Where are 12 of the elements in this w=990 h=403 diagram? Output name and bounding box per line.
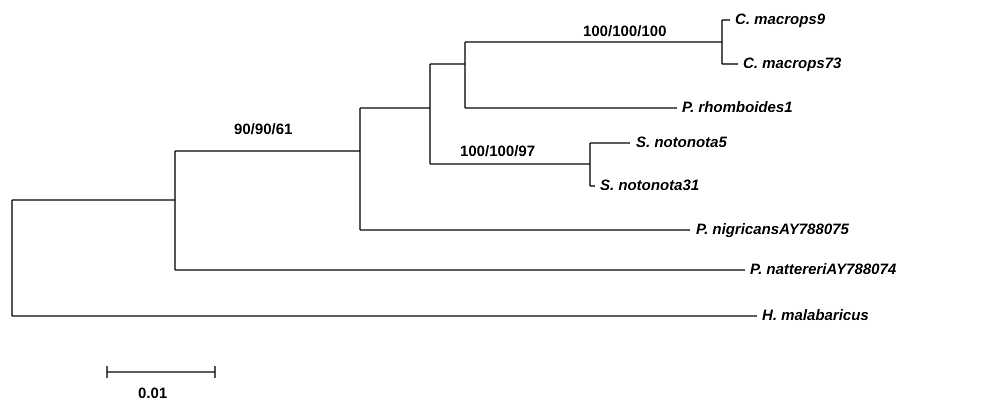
taxon-label: P. rhomboides1 — [682, 100, 793, 116]
taxon-label: S. notonota31 — [600, 178, 700, 194]
support-value: 100/100/100 — [583, 24, 666, 40]
taxon-label: P. nigricansAY788075 — [696, 222, 849, 238]
taxon-label: P. nattereriAY788074 — [750, 262, 896, 278]
support-value: 90/90/61 — [234, 122, 292, 138]
taxon-label: C. macrops73 — [743, 56, 842, 72]
taxon-label: S. notonota5 — [636, 134, 727, 152]
support-value: 100/100/97 — [460, 144, 536, 160]
taxon-label: H. malabaricus — [762, 308, 869, 324]
taxon-label: C. macrops9 — [735, 12, 826, 28]
scale-value: 0.01 — [138, 386, 168, 402]
